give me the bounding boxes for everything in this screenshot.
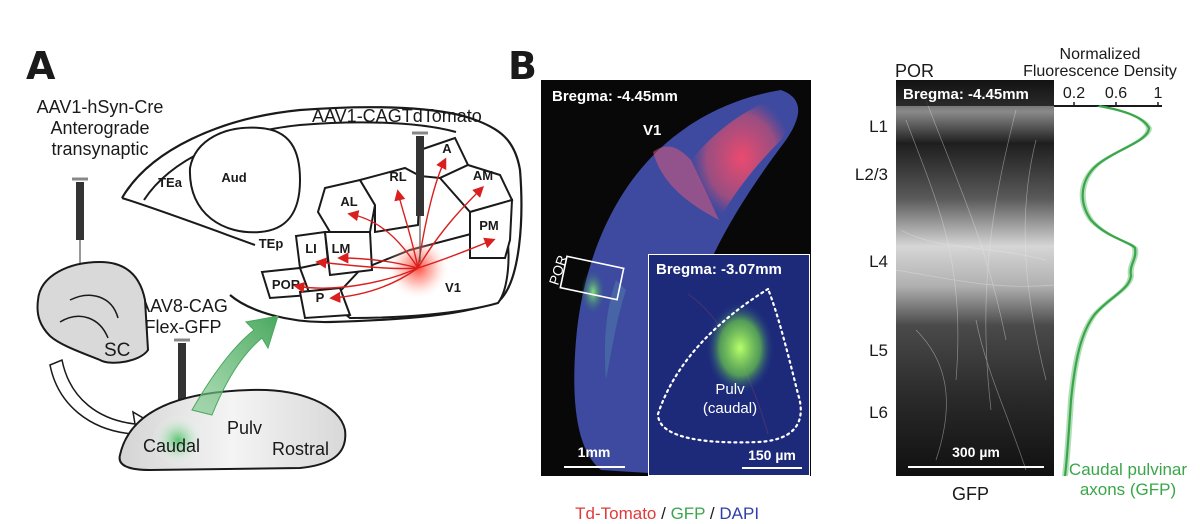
area-li-label: LI: [305, 241, 317, 256]
section-bregma-label: Bregma: -4.45mm: [552, 88, 678, 105]
density-tick-1: 1: [1154, 85, 1163, 102]
layer-labels: L1 L2/3 L4 L5 L6: [855, 117, 888, 422]
channel-legend: Td-Tomato / GFP / DAPI: [566, 484, 759, 524]
area-aud-label: Aud: [221, 170, 246, 185]
rostral-label: Rostral: [272, 439, 329, 459]
density-title-line2: Fluorescence Density: [1023, 63, 1177, 80]
injection3-line1: AAV8-CAG: [138, 296, 228, 316]
layer-l1-label: L1: [869, 117, 888, 136]
inset-bregma-label: Bregma: -3.07mm: [656, 261, 782, 278]
pulv-label: Pulv: [227, 418, 262, 438]
injection1-label: AAV1-hSyn-Cre Anterograde transynaptic: [20, 97, 180, 160]
density-tick-0.2: 0.2: [1063, 85, 1085, 102]
c-bregma-label: Bregma: -4.45mm: [903, 86, 1029, 103]
density-title: Normalized Fluorescence Density: [1000, 46, 1200, 80]
inset-region-line2: (caudal): [703, 400, 757, 417]
area-p-label: P: [316, 290, 325, 305]
legend-sep-2: /: [705, 504, 720, 523]
area-lm-label: LM: [332, 241, 351, 256]
por-title: POR: [895, 61, 935, 81]
caudal-injection-glow: [152, 414, 204, 466]
superior-colliculus: SC: [36, 260, 150, 364]
gfp-label: GFP: [952, 484, 990, 504]
injection1-line2: Anterograde: [50, 118, 150, 138]
cortex-outline: [121, 106, 523, 324]
injection1-line1: AAV1-hSyn-Cre: [36, 97, 164, 117]
trace-label: Caudal pulvinar axons (GFP): [1056, 460, 1200, 500]
trace-label-line2: axons (GFP): [1079, 480, 1177, 499]
pulvinar: Caudal Pulv Rostral: [118, 388, 347, 472]
caudal-to-por-arrow: [191, 315, 279, 416]
trace-label-line1: Caudal pulvinar: [1068, 460, 1188, 479]
area-tea-label: TEa: [158, 175, 183, 190]
injection3-label: AAV8-CAG Flex-GFP: [128, 296, 238, 338]
syringe-1: [72, 177, 88, 268]
density-band: [1062, 106, 1152, 476]
por-green-spot: [581, 270, 605, 314]
schematic-diagram: Aud TEa TEp AL RL A AM PM LI LM POR P V1: [36, 106, 523, 472]
legend-sep-1: /: [656, 504, 671, 523]
inset-image: Bregma: -3.07mm Pulv (caudal) 150 µm: [648, 254, 810, 476]
layer-l23-label: L2/3: [855, 165, 888, 184]
area-a-label: A: [442, 141, 452, 156]
legend-gfp: GFP: [670, 504, 706, 523]
por-box: [559, 255, 625, 301]
area-am-label: AM: [473, 168, 493, 183]
scale-150-label: 150 µm: [748, 447, 796, 463]
area-tep-label: TEp: [259, 236, 284, 251]
panel-a-letter: A: [26, 44, 56, 88]
area-aud: Aud: [188, 126, 302, 234]
syringe-2: [412, 131, 428, 262]
legend-tdtomato: Td-Tomato: [575, 504, 657, 523]
area-p-region: [298, 286, 352, 320]
injection3-line2: Flex-GFP: [144, 317, 222, 337]
area-al-label: AL: [340, 194, 357, 209]
panel-b-letter: B: [508, 44, 537, 88]
layer-l6-label: L6: [869, 403, 888, 422]
legend-dapi: DAPI: [719, 504, 760, 523]
caudal-label: Caudal: [143, 436, 200, 456]
axon-fibers: [896, 99, 1054, 471]
pulv-outline: [656, 287, 802, 444]
density-tick-0.6: 0.6: [1105, 85, 1127, 102]
density-plot: 0.2 0.6 1: [1054, 85, 1163, 477]
area-pm-label: PM: [479, 218, 499, 233]
v1-section-label: V1: [643, 122, 661, 139]
area-por-label: POR: [272, 277, 301, 292]
area-pm-region: [469, 198, 514, 259]
inset-region-line1: Pulv: [715, 381, 745, 398]
scale-1mm-label: 1mm: [578, 444, 611, 460]
injection1-line3: transynaptic: [51, 139, 149, 159]
por-gfp-image: Bregma: -4.45mm 300 µm: [896, 80, 1054, 476]
area-rl-label: RL: [389, 169, 406, 184]
gfp-cloud: [706, 302, 774, 394]
area-v1-label: V1: [445, 280, 461, 295]
sc-label: SC: [104, 340, 130, 361]
scale-300-label: 300 µm: [952, 444, 1000, 460]
density-trace: [1063, 104, 1151, 477]
density-title-line1: Normalized: [1059, 46, 1141, 63]
layer-l5-label: L5: [869, 341, 888, 360]
layer-l4-label: L4: [869, 252, 888, 271]
